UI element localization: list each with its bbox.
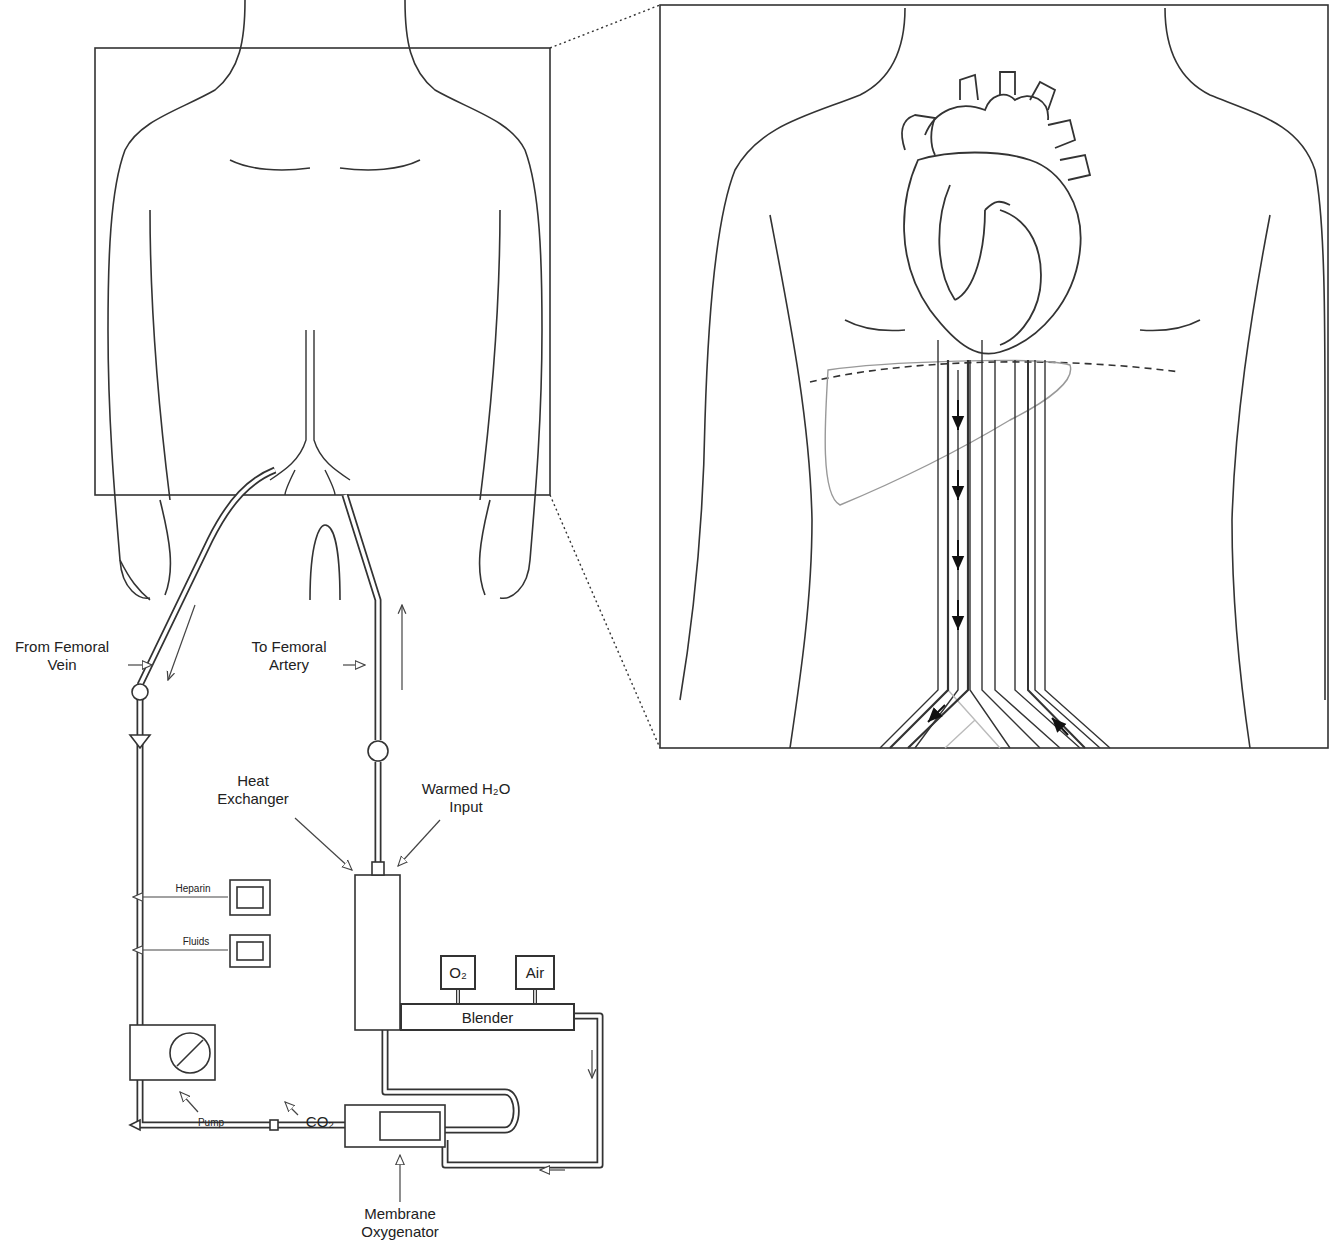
- gas-pipe: [533, 990, 537, 1003]
- gas-pipe-inner: [534, 990, 536, 1003]
- gas-pipe: [456, 990, 460, 1003]
- annotation-label: Heparin: [160, 880, 226, 898]
- gas-source-box: O₂: [440, 955, 476, 990]
- node-text: O₂: [449, 964, 467, 981]
- annotation-label: Warmed H₂O Input: [408, 780, 524, 816]
- aorta: [270, 330, 350, 495]
- annotation-label: From Femoral Vein: [6, 638, 118, 674]
- gas-source-box: Air: [515, 955, 555, 990]
- vessels: [880, 340, 1110, 748]
- inset-frame: [95, 48, 550, 495]
- cannula: [890, 360, 968, 748]
- detail-frame: [660, 5, 1328, 748]
- node-text: Blender: [462, 1009, 514, 1026]
- annotation-label: Fluids: [168, 933, 224, 951]
- circuit-parts: [130, 684, 445, 1147]
- blender-box: Blender: [400, 1003, 575, 1031]
- annotation-label: Heat Exchanger: [205, 772, 301, 808]
- node-text: Air: [526, 964, 544, 981]
- flow-arrows: [928, 400, 1068, 735]
- annotation-label: Pump: [188, 1114, 234, 1132]
- tubing: [140, 470, 600, 1165]
- torso-outline: [680, 8, 1325, 748]
- zoom-lines: [550, 5, 660, 748]
- cannula: [1028, 360, 1085, 748]
- annotation-label: CO₂: [300, 1113, 340, 1131]
- pointer-arrows: [128, 605, 592, 1202]
- heart: [902, 72, 1090, 354]
- body-outline: [108, 0, 542, 600]
- gas-pipe-inner: [457, 990, 459, 1003]
- annotation-label: To Femoral Artery: [236, 638, 342, 674]
- annotation-label: Membrane Oxygenator: [338, 1205, 462, 1241]
